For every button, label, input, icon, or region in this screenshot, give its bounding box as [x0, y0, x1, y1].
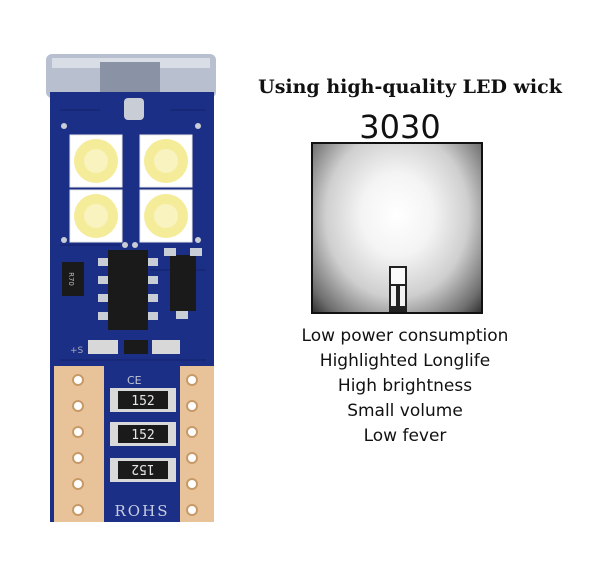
resistor-1-label: 152: [131, 394, 154, 409]
feature-item: Highlighted Longlife: [319, 351, 491, 371]
resistor-3: 152: [110, 458, 176, 482]
copper-contact-right: [180, 366, 214, 522]
resistor-1: 152: [110, 388, 176, 412]
led-wick-illustration: [389, 266, 407, 312]
rohs-marking: ROHS: [115, 502, 170, 520]
ic-chip: [108, 250, 148, 330]
transistor-label: R70: [67, 272, 75, 286]
led-chip-top-left: [69, 134, 123, 188]
small-marking: +S: [70, 346, 84, 356]
led-chip-top-right: [139, 134, 193, 188]
resistor-2-label: 152: [131, 428, 154, 443]
resistor-2: 152: [110, 422, 176, 446]
svg-text:CE: CE: [127, 374, 142, 387]
copper-contact-left: [54, 366, 104, 522]
led-bulb-image: R70 +S CE 152 152 152: [30, 40, 230, 530]
feature-item: High brightness: [337, 376, 473, 396]
feature-item: Low power consumption: [301, 326, 509, 346]
led-chip-bottom-right: [139, 189, 193, 243]
led-bulb-illustration: R70 +S CE 152 152 152: [46, 54, 216, 522]
headline: Using high-quality LED wick: [258, 76, 562, 98]
feature-item: Low fever: [363, 426, 447, 446]
feature-list: Low power consumption Highlighted Longli…: [250, 324, 560, 449]
resistor-3-label: 152: [131, 461, 154, 476]
led-glow-photo: [311, 142, 483, 314]
led-chip-bottom-left: [69, 189, 123, 243]
model-number: 3030: [359, 108, 441, 146]
feature-item: Small volume: [347, 401, 463, 421]
